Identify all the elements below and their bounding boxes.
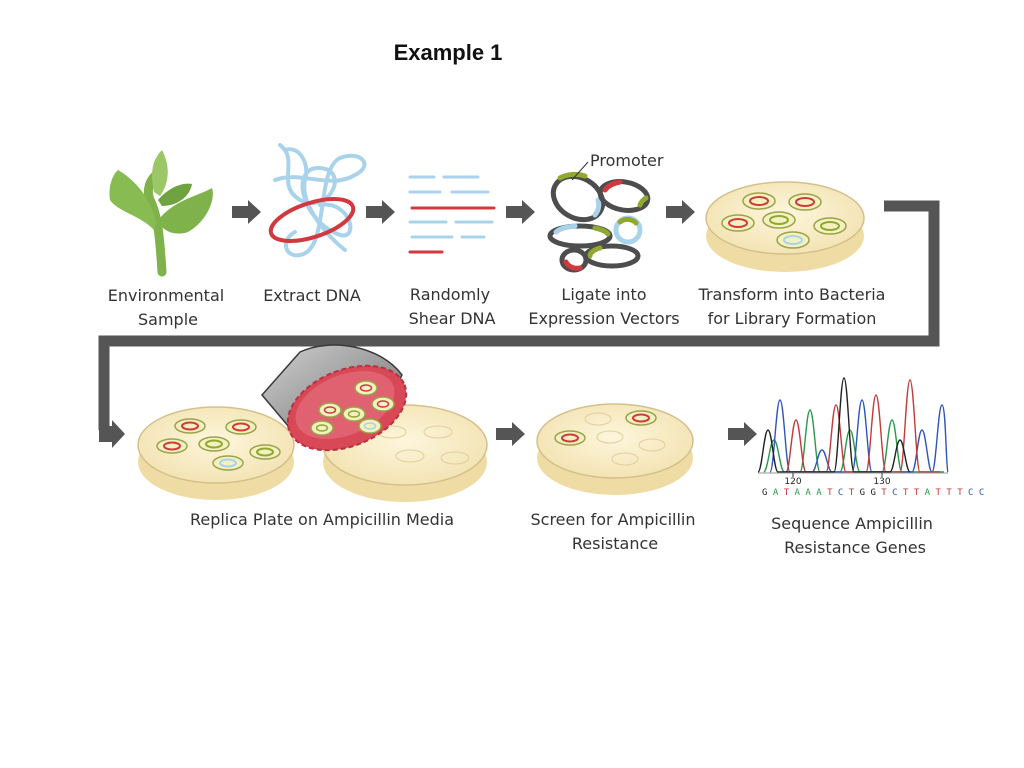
sequence-base: T bbox=[914, 488, 925, 498]
bacteria-colony bbox=[554, 430, 586, 446]
bacteria-colony bbox=[625, 410, 657, 426]
sequence-base: A bbox=[925, 488, 936, 498]
sequence-base: T bbox=[881, 488, 892, 498]
sequence-base: A bbox=[805, 488, 816, 498]
bacteria-colony bbox=[788, 193, 822, 211]
arrow-right-icon bbox=[728, 422, 757, 446]
arrow-right-icon bbox=[232, 200, 261, 224]
plant-icon bbox=[109, 150, 213, 277]
petri-dish-screen bbox=[536, 403, 694, 495]
step-label-screen: Screen for Ampicillin bbox=[530, 510, 695, 529]
petri-dish-library bbox=[705, 181, 865, 272]
bacteria-colony bbox=[225, 419, 257, 435]
step-label-transform: Transform into Bacteria bbox=[698, 285, 886, 304]
step-label-extract-dna: Extract DNA bbox=[263, 286, 361, 305]
sequence-base: C bbox=[892, 488, 903, 498]
connector-arrow bbox=[98, 200, 940, 430]
step-label-replica-plate: Replica Plate on Ampicillin Media bbox=[190, 510, 454, 529]
arrow-right-icon bbox=[496, 422, 525, 446]
bacteria-colony bbox=[776, 231, 810, 249]
bacteria-colony bbox=[721, 214, 755, 232]
sequence-base: G bbox=[762, 488, 773, 498]
step-label-randomly-shear: Shear DNA bbox=[409, 309, 496, 328]
dna-sequence-readout: G A T A A A T C T G G T C T T A T T T C … bbox=[762, 488, 984, 498]
replica-stamp bbox=[261, 344, 408, 452]
sequence-base: A bbox=[816, 488, 827, 498]
step-label-sequence: Sequence Ampicillin bbox=[771, 514, 933, 533]
bacteria-colony bbox=[156, 438, 188, 454]
step-label-screen: Resistance bbox=[572, 534, 658, 553]
sequence-base: T bbox=[827, 488, 838, 498]
arrow-right-icon bbox=[506, 200, 535, 224]
extracted-dna-icon bbox=[268, 143, 367, 258]
bacteria-colony bbox=[198, 436, 230, 452]
sequence-base: C bbox=[838, 488, 849, 498]
bacteria-colony bbox=[762, 211, 796, 229]
promoter-pointer-line bbox=[571, 161, 589, 181]
sequence-base: T bbox=[903, 488, 914, 498]
step-label-ligate: Expression Vectors bbox=[528, 309, 679, 328]
sequence-base: T bbox=[957, 488, 968, 498]
chromatogram-tick-120: 120 bbox=[784, 477, 801, 487]
sequence-base: T bbox=[849, 488, 860, 498]
bacteria-colony bbox=[212, 455, 244, 471]
step-label-randomly-shear: Randomly bbox=[410, 285, 490, 304]
sequence-base: T bbox=[936, 488, 947, 498]
step-label-transform: for Library Formation bbox=[708, 309, 877, 328]
step-label-environmental-sample: Sample bbox=[138, 310, 198, 329]
sequence-base: A bbox=[773, 488, 784, 498]
promoter-label: Promoter bbox=[590, 151, 664, 170]
arrow-right-icon bbox=[366, 200, 395, 224]
step-label-environmental-sample: Environmental bbox=[108, 286, 224, 305]
sequence-base: T bbox=[946, 488, 957, 498]
sequence-base: G bbox=[870, 488, 881, 498]
page-title: Example 1 bbox=[393, 40, 503, 65]
bacteria-colony bbox=[742, 192, 776, 210]
step-label-ligate: Ligate into bbox=[561, 285, 646, 304]
sheared-dna-fragments-icon bbox=[408, 175, 496, 254]
step-label-sequence: Resistance Genes bbox=[784, 538, 926, 557]
sequence-base: G bbox=[860, 488, 871, 498]
sequence-base: T bbox=[784, 488, 795, 498]
chromatogram-tick-130: 130 bbox=[873, 477, 890, 487]
bacteria-colony bbox=[249, 444, 281, 460]
sequence-base: C bbox=[979, 488, 984, 498]
arrow-right-icon bbox=[666, 200, 695, 224]
sequencing-chromatogram bbox=[757, 377, 949, 477]
sequence-base: C bbox=[968, 488, 979, 498]
sequence-base: A bbox=[795, 488, 806, 498]
bacteria-colony bbox=[174, 418, 206, 434]
arrow-right-icon bbox=[99, 420, 125, 448]
bacteria-colony bbox=[813, 217, 847, 235]
expression-vectors-icon bbox=[547, 171, 651, 273]
replica-plating-illustration bbox=[137, 344, 488, 502]
